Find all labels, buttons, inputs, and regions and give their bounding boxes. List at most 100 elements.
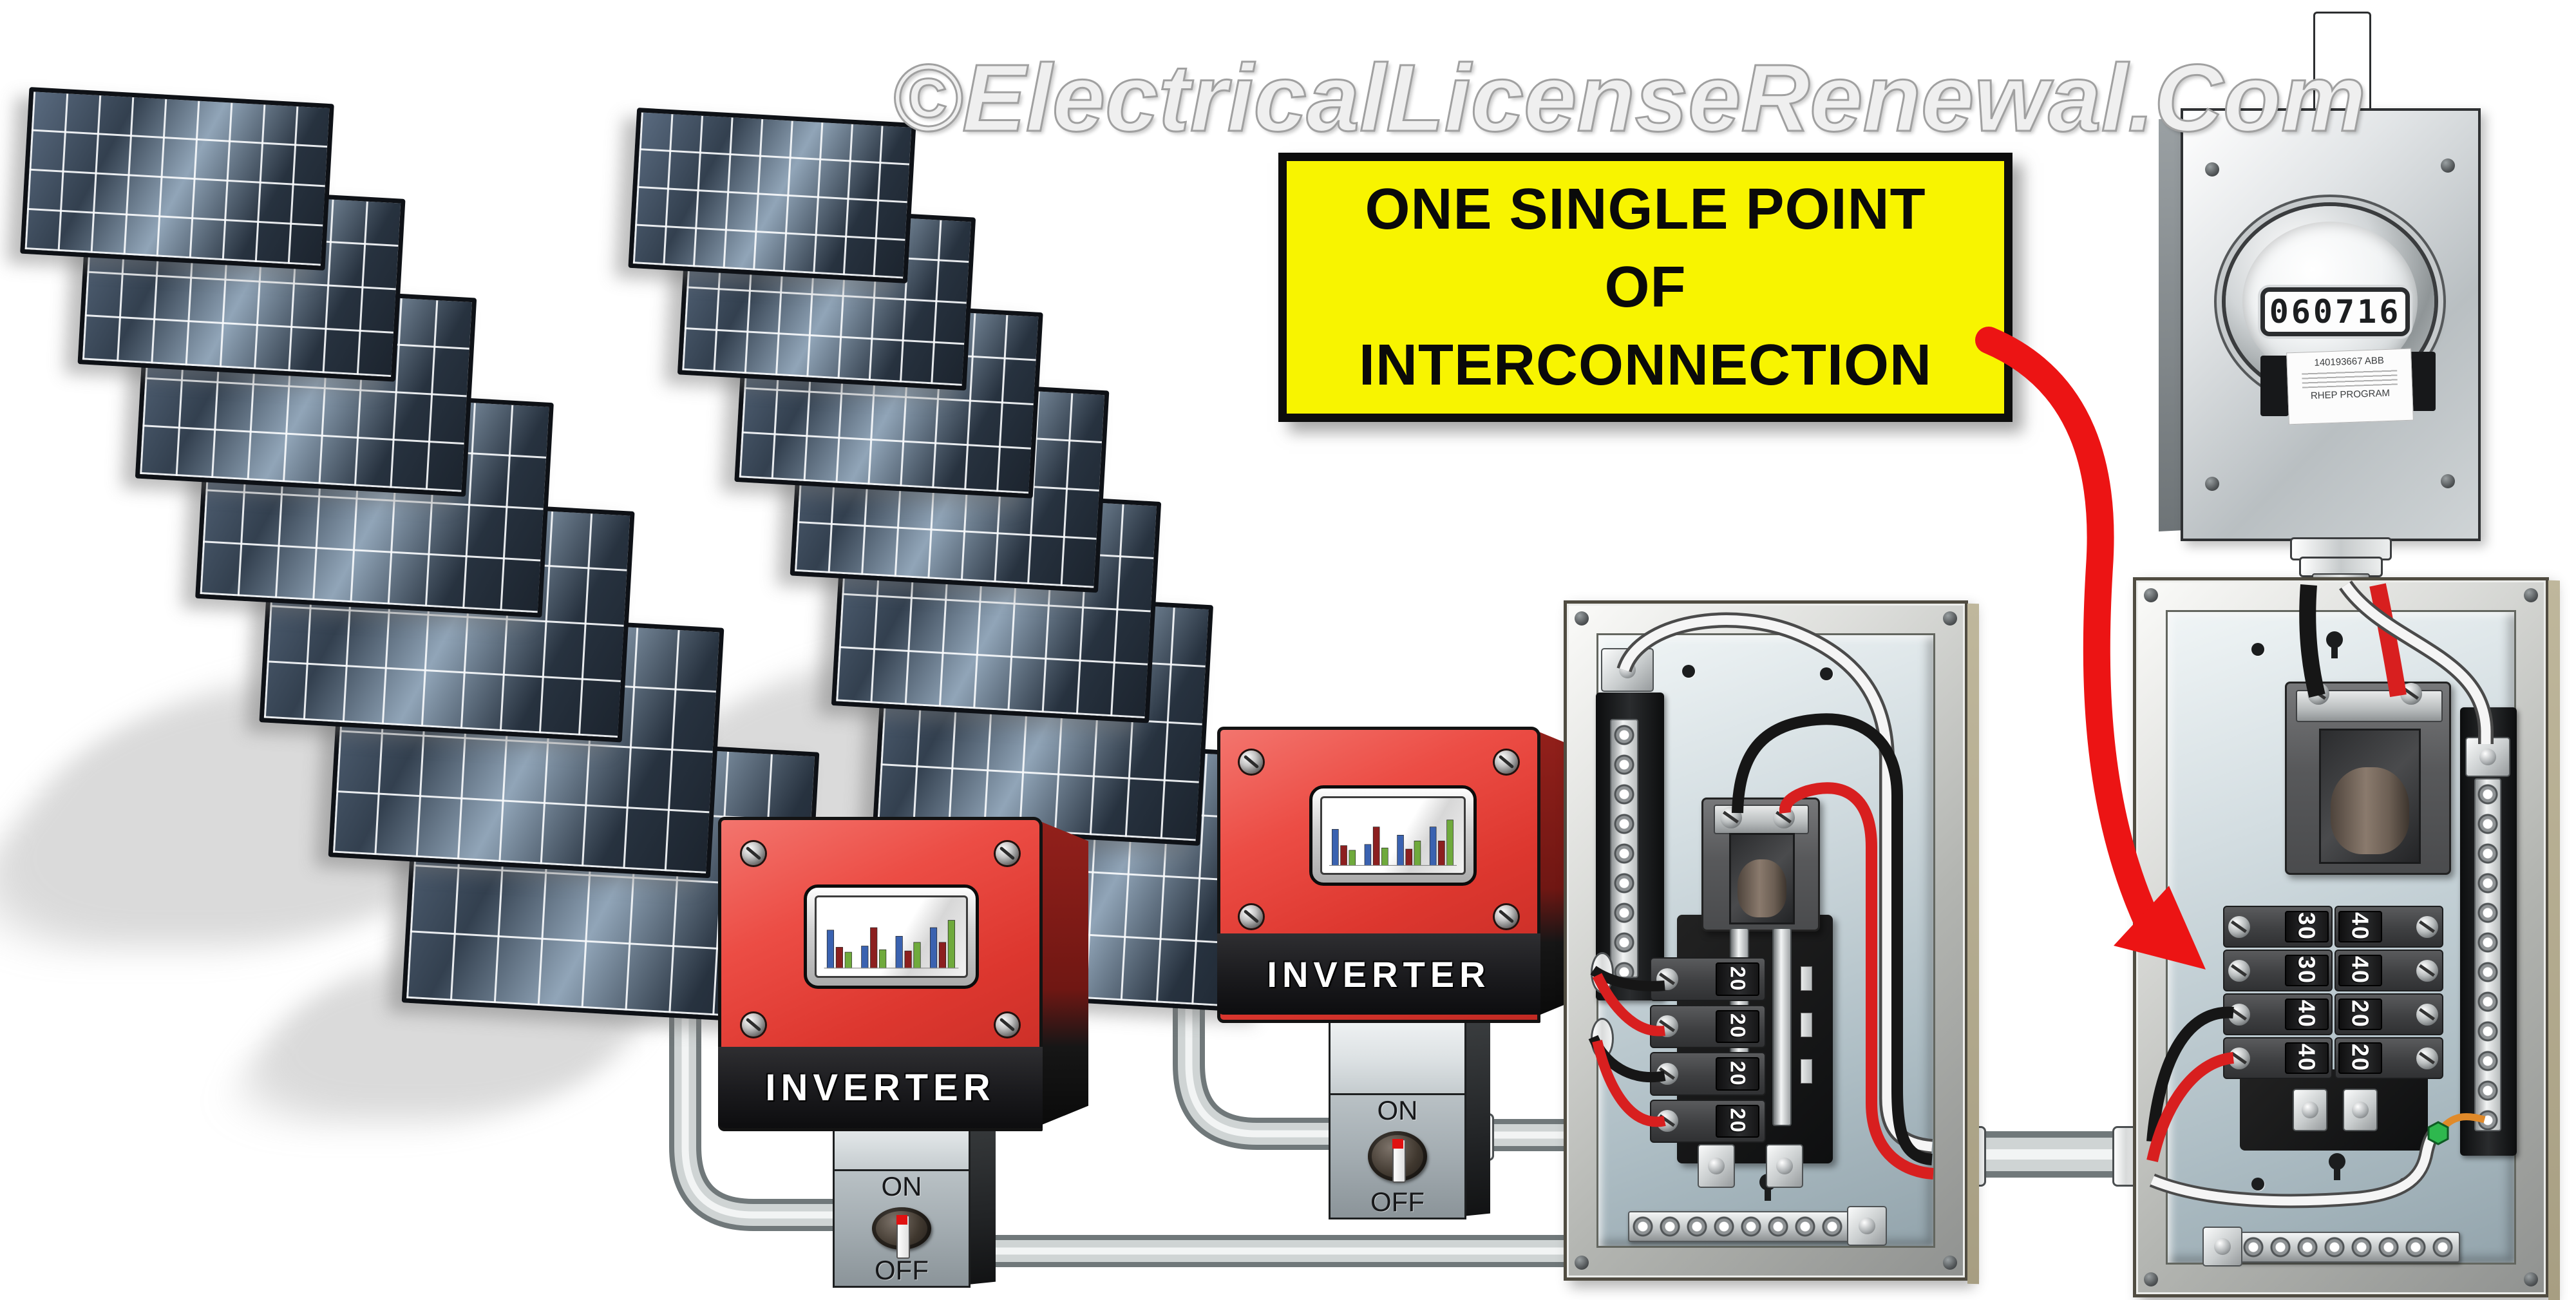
callout-line-1: ONE SINGLE POINT	[1365, 177, 1926, 242]
breaker-rating: 20	[1726, 1108, 1750, 1134]
inverter-production-chart	[824, 920, 959, 969]
breaker-screw-icon	[2416, 1003, 2438, 1026]
meter-faceplate-block	[2409, 352, 2436, 411]
screw-icon	[1240, 750, 1263, 774]
solar-panel	[628, 108, 916, 283]
mounting-hole	[1820, 667, 1833, 680]
switch-off-label: OFF	[875, 1255, 929, 1285]
screw-icon	[1575, 1256, 1589, 1270]
neutral-lug	[1601, 648, 1654, 692]
inverter-body: INVERTER	[718, 817, 1043, 1131]
breaker-screw-icon	[2416, 1047, 2438, 1069]
lug-screw-icon	[1773, 807, 1795, 828]
breaker-left: 40	[2223, 993, 2333, 1035]
breaker-rating: 20	[1726, 1060, 1750, 1087]
chrome-rail	[1772, 928, 1792, 1126]
wire-clamp	[1591, 1018, 1614, 1059]
bus-stab	[1801, 966, 1812, 991]
lug-screw-icon	[2307, 683, 2329, 705]
breaker-screw-icon	[1656, 968, 1678, 990]
inverter-label: INVERTER	[1267, 953, 1491, 995]
breaker-screw-icon	[1656, 1015, 1678, 1038]
screw-icon	[2144, 1272, 2158, 1286]
breaker-right: 40	[2334, 950, 2443, 991]
mounting-hole	[1682, 665, 1695, 678]
screw-icon	[996, 1013, 1019, 1037]
breaker-left: 40	[2223, 1037, 2333, 1079]
breaker-screw-icon	[2228, 959, 2250, 982]
breaker-screw-icon	[1656, 1110, 1678, 1133]
breaker-backing-plate	[2240, 1069, 2428, 1151]
bus-stab	[1801, 1059, 1812, 1084]
bus-stab	[1801, 1013, 1812, 1037]
screw-icon	[2144, 588, 2158, 602]
screw-icon	[1240, 905, 1263, 928]
breaker-rating: 20	[2347, 1044, 2374, 1073]
neutral-lug	[2465, 737, 2510, 777]
meter-register: 060716	[2260, 287, 2410, 336]
screw-icon	[1495, 750, 1518, 774]
switch-plate: ON OFF	[1329, 1093, 1466, 1219]
meter-reading: 060716	[2269, 293, 2401, 330]
screw-icon	[1943, 1256, 1957, 1270]
mounting-hole	[2421, 643, 2434, 656]
switch-off-label: OFF	[1370, 1187, 1425, 1217]
breaker-rating: 20	[2347, 1000, 2374, 1029]
breaker-screw-icon	[1656, 1062, 1678, 1085]
mainpanel-breaker-grid: 30 40 30 40 40 20 40 20	[2223, 906, 2443, 1081]
switch-on-label: ON	[881, 1171, 922, 1201]
breaker-lug	[2293, 1089, 2327, 1131]
breaker-rating: 30	[2293, 912, 2320, 941]
screw-icon	[2441, 158, 2455, 173]
switch-dial-icon	[872, 1207, 931, 1259]
switch-on-label: ON	[1377, 1095, 1418, 1125]
mounting-hole	[2251, 643, 2264, 656]
breaker-screw-icon	[2416, 959, 2438, 982]
screw-icon	[2524, 1272, 2538, 1286]
breaker-left: 30	[2223, 906, 2333, 948]
breaker-rating: 40	[2347, 956, 2374, 985]
screw-icon	[1943, 611, 1957, 626]
inverter-side	[1036, 819, 1088, 1127]
screw-icon	[2205, 162, 2219, 177]
breaker-rating: 20	[1726, 1013, 1750, 1040]
inverter-label: INVERTER	[765, 1066, 996, 1109]
switch-dial-icon	[1368, 1131, 1427, 1183]
meter-mast	[2313, 12, 2371, 114]
neutral-bar	[2474, 778, 2501, 1131]
breaker-left: 30	[2223, 950, 2333, 991]
solar-panel	[20, 86, 334, 271]
callout-line-2: OF	[1604, 254, 1687, 320]
watermark: ©ElectricalLicenseRenewal.Com	[891, 44, 2367, 153]
ground-bar	[1628, 1211, 1877, 1242]
meter-mounting-plate: 060716 140193667 ABB RHEP PROGRAM	[2181, 108, 2481, 541]
ground-lug	[1847, 1206, 1887, 1246]
breaker-20a: 20	[1650, 1099, 1766, 1143]
meter-faceplate-block	[2260, 356, 2289, 416]
screw-icon	[742, 842, 765, 865]
breaker-screw-icon	[2228, 1047, 2250, 1069]
meter-program: RHEP PROGRAM	[2310, 387, 2391, 402]
breaker-screw-icon	[2228, 915, 2250, 938]
inverter-nameplate: INVERTER	[1217, 933, 1540, 1015]
breaker-rating: 40	[2347, 912, 2374, 941]
keyhole-slot	[2326, 631, 2343, 658]
breaker-rating: 40	[2293, 1000, 2320, 1029]
screw-icon	[1575, 611, 1589, 626]
mounting-hole	[2251, 1178, 2264, 1190]
breaker-lug	[1766, 1144, 1803, 1188]
breaker-20a: 20	[1650, 957, 1766, 1001]
screw-icon	[2524, 588, 2538, 602]
screw-icon	[2205, 477, 2219, 491]
breaker-right: 20	[2334, 1037, 2443, 1079]
breaker-20a: 20	[1650, 1052, 1766, 1096]
interconnection-callout: ONE SINGLE POINT OF INTERCONNECTION	[1278, 153, 2012, 422]
inverter-production-chart	[1329, 819, 1457, 866]
lug-screw-icon	[1720, 807, 1742, 828]
subpanel-main-breaker	[1701, 798, 1820, 932]
inverter-display	[1309, 785, 1477, 886]
screw-icon	[2441, 474, 2455, 488]
ground-lug	[2202, 1227, 2242, 1267]
breaker-rating: 30	[2293, 956, 2320, 985]
